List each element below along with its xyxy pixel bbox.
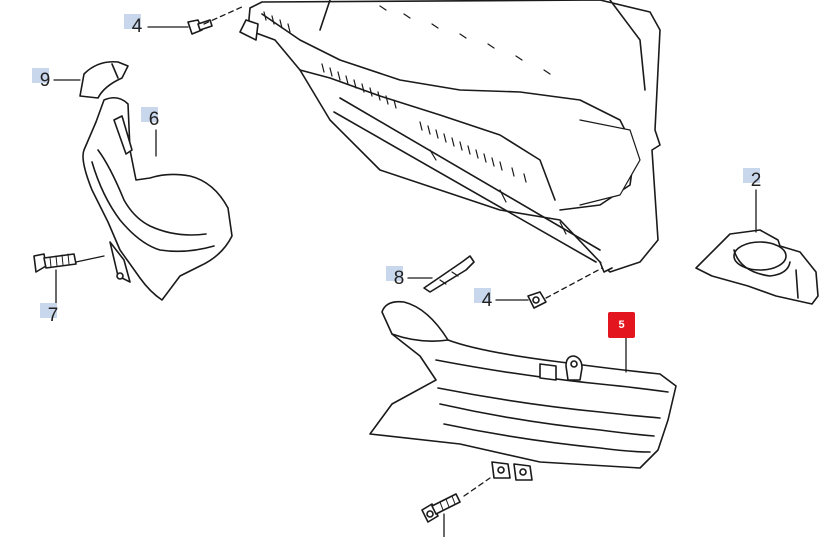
bracket-part-8[interactable] xyxy=(423,255,475,293)
screw-part-7[interactable] xyxy=(33,253,77,273)
radiator-duct-assembly[interactable] xyxy=(239,0,661,273)
callout-8[interactable]: 8 xyxy=(386,266,412,290)
callout-highlight xyxy=(124,14,141,29)
air-guide-part-6[interactable] xyxy=(82,96,233,301)
callout-highlight xyxy=(40,303,57,318)
screw-part-4-middle[interactable] xyxy=(527,291,547,309)
lower-duct-part-5[interactable] xyxy=(369,300,677,481)
callout-5-selected[interactable]: 5 xyxy=(608,312,635,338)
callout-highlight xyxy=(743,168,760,183)
callout-number: 2 xyxy=(750,169,762,191)
callout-highlight xyxy=(474,288,491,303)
callout-9[interactable]: 9 xyxy=(32,68,58,92)
callout-4-middle[interactable]: 4 xyxy=(474,288,500,312)
callout-highlight xyxy=(141,107,158,122)
callout-number: 7 xyxy=(47,304,59,326)
callout-number: 6 xyxy=(148,108,160,130)
callout-6[interactable]: 6 xyxy=(141,107,167,131)
bracket-part-2[interactable] xyxy=(695,229,819,305)
callout-number: 9 xyxy=(39,69,51,91)
callout-2[interactable]: 2 xyxy=(743,168,769,192)
leader-lines xyxy=(53,5,757,537)
screw-part-4-top[interactable] xyxy=(187,19,213,35)
callout-number: 4 xyxy=(481,289,493,311)
callout-number: 5 xyxy=(618,318,625,331)
callout-4-top[interactable]: 4 xyxy=(124,14,150,38)
callout-number: 8 xyxy=(393,267,405,289)
callout-number: 4 xyxy=(131,15,143,37)
callout-highlight xyxy=(386,266,403,281)
callout-7[interactable]: 7 xyxy=(40,303,66,327)
clip-part-9[interactable] xyxy=(79,60,129,99)
callout-highlight xyxy=(32,68,49,83)
screw-bottom[interactable] xyxy=(421,493,461,523)
